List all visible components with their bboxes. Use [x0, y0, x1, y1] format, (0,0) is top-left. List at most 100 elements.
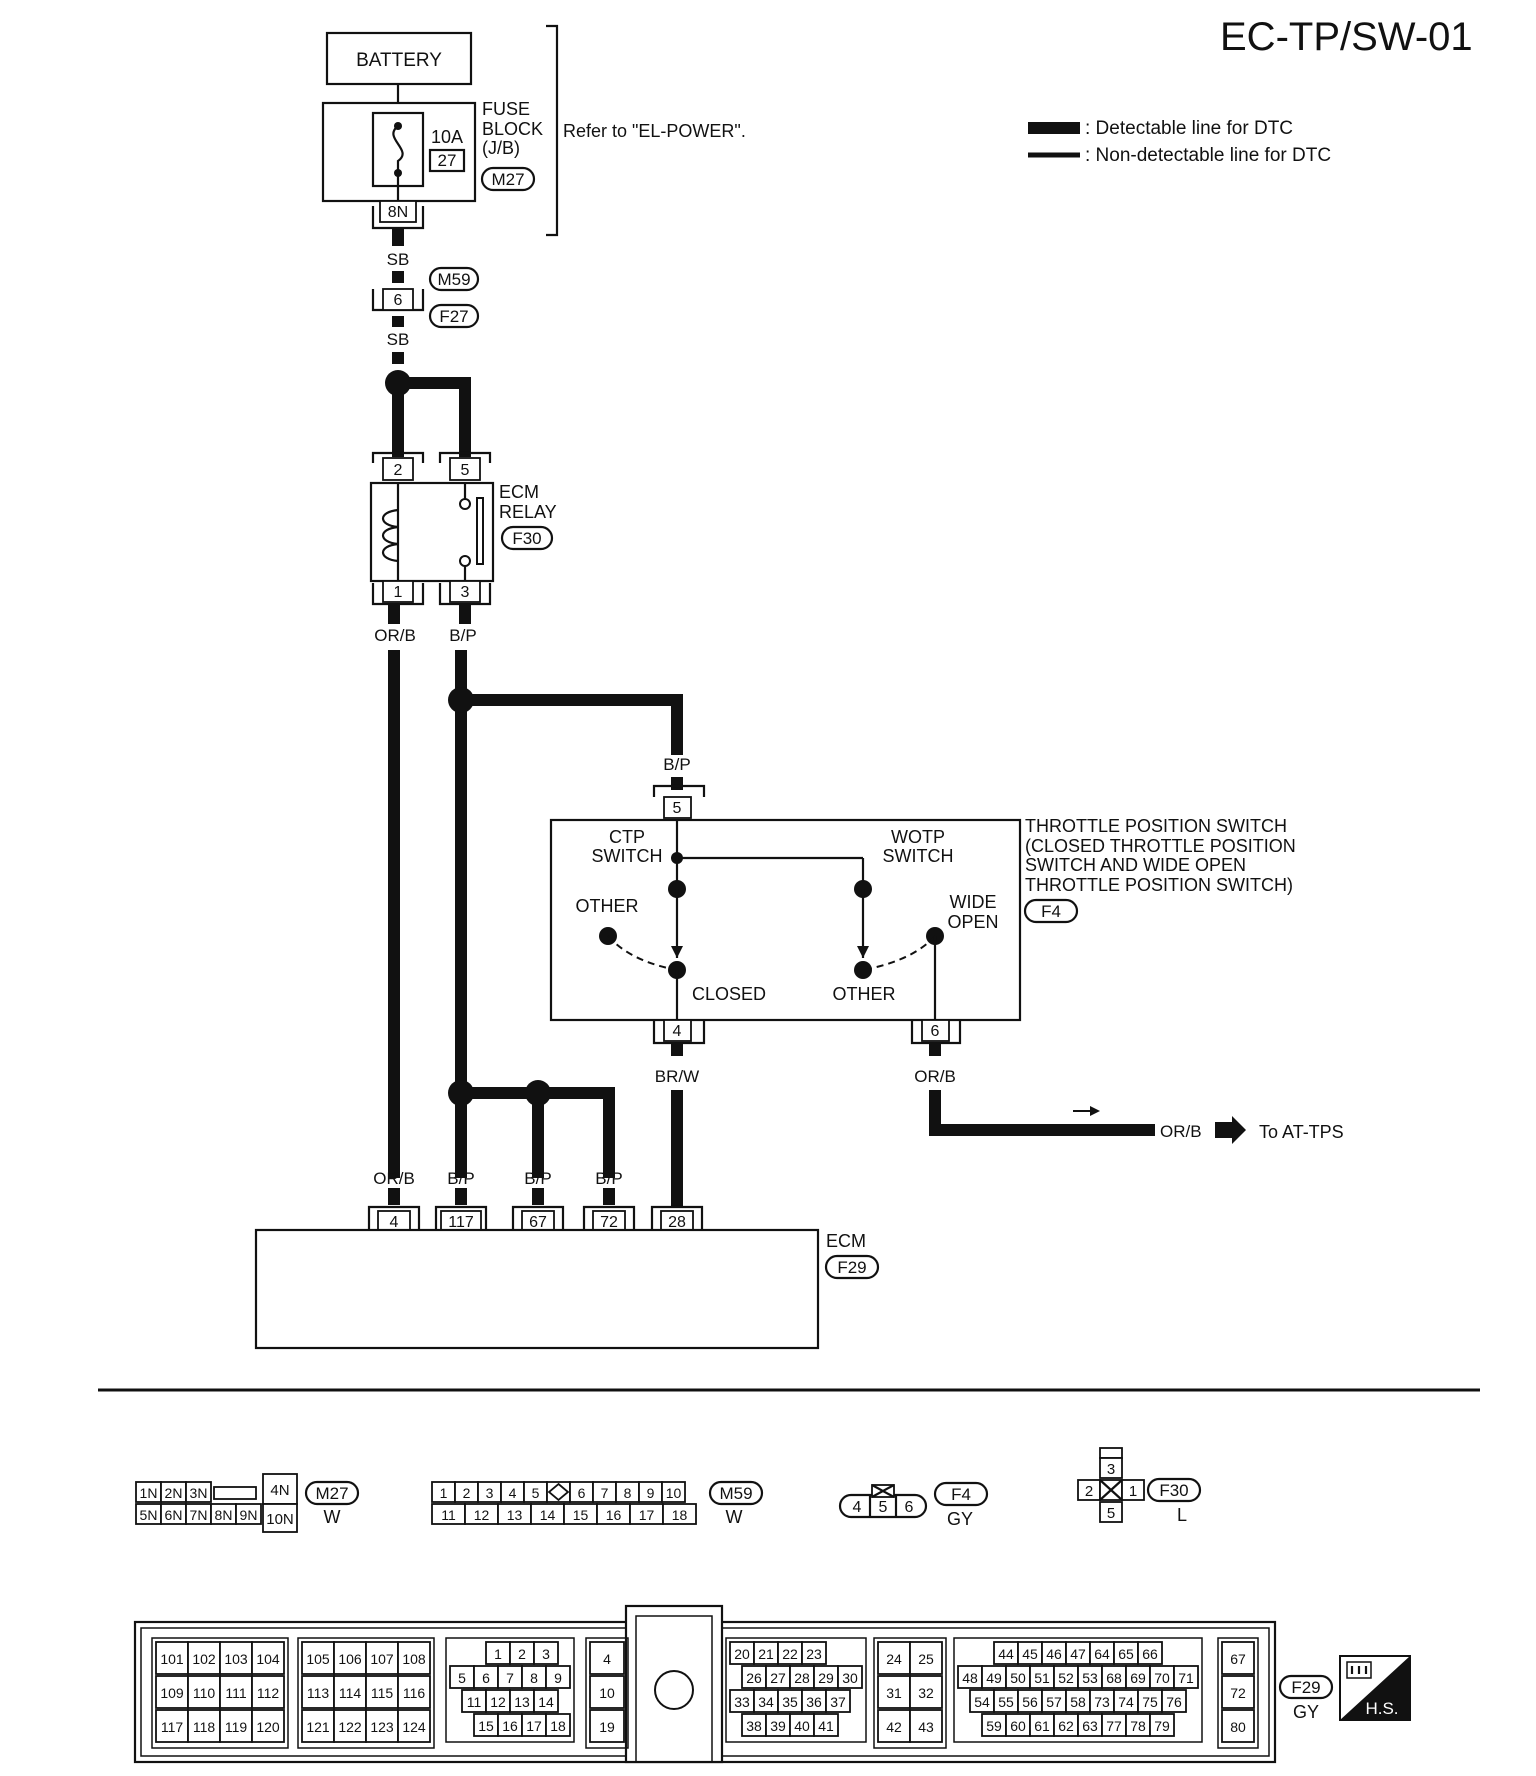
cavity-number: 119	[225, 1719, 248, 1735]
relay-pin-5: 5	[461, 462, 470, 479]
connector-cavity	[1137, 1641, 1163, 1665]
wire-sb-top: SB	[387, 250, 410, 269]
cavity-number: 7	[506, 1670, 514, 1686]
cavity-number: 11	[467, 1694, 482, 1710]
cavity-number: 12	[490, 1694, 506, 1710]
cavity-number: 106	[338, 1651, 362, 1667]
cavity-number: 6	[905, 1499, 914, 1516]
connector-cavity	[589, 1709, 625, 1743]
connector-id-oval	[1146, 1477, 1202, 1503]
cavity-number: 10N	[266, 1511, 294, 1528]
cavity-number: 4	[509, 1485, 517, 1501]
fuse-number-box	[428, 148, 466, 173]
cavity-number: 7N	[190, 1507, 208, 1523]
cavity-number: 34	[758, 1694, 774, 1710]
cavity-number: 1N	[140, 1485, 158, 1501]
cavity-number: 6	[482, 1670, 490, 1686]
cavity-number: 108	[402, 1651, 426, 1667]
cavity-number: 116	[403, 1685, 426, 1701]
ecm-relay-connector-oval	[500, 525, 554, 551]
cavity-number: 9N	[240, 1507, 258, 1523]
cavity-number: 74	[1118, 1694, 1134, 1710]
cavity-number: 29	[818, 1670, 834, 1686]
relay-contact-icon	[476, 497, 484, 565]
cavity-number: 64	[1094, 1646, 1110, 1662]
connector-cavity	[909, 1675, 943, 1709]
connector-color: L	[1177, 1505, 1187, 1525]
wire-or-b-at-tps	[929, 1090, 1155, 1136]
tps-other-right: OTHER	[833, 984, 896, 1004]
cavity-number: 20	[734, 1646, 750, 1662]
connector-cavity	[187, 1675, 221, 1709]
connector-id: F4	[951, 1485, 971, 1504]
cavity-number: 78	[1130, 1718, 1146, 1734]
wire-tps-top: B/P	[663, 755, 690, 774]
connector-cavity	[219, 1675, 253, 1709]
cavity-number: 17	[526, 1718, 542, 1734]
wire-sb-bottom: SB	[387, 330, 410, 349]
connector-cavity	[301, 1641, 335, 1675]
cavity-number: 65	[1118, 1646, 1134, 1662]
cavity-number: 113	[307, 1685, 330, 1701]
cavity-number: 13	[507, 1507, 523, 1523]
ecm-connector: F29	[837, 1258, 866, 1277]
connector-cavity	[397, 1641, 431, 1675]
junction-connector-a: M59	[437, 270, 470, 289]
cavity-number: 50	[1010, 1670, 1026, 1686]
tps-wide-1: WIDE	[950, 892, 997, 912]
cavity-number: 9	[647, 1485, 655, 1501]
cavity-number: 14	[538, 1694, 554, 1710]
connector-cavity	[545, 1713, 571, 1737]
legend-detectable: : Detectable line for DTC	[1085, 118, 1293, 139]
connector-cavity	[545, 1665, 571, 1689]
cavity-number: 115	[371, 1685, 394, 1701]
cavity-number: 76	[1166, 1694, 1182, 1710]
cavity-number: 5	[879, 1499, 888, 1516]
fuse-refer: Refer to "EL-POWER".	[563, 121, 746, 141]
wire-relay-1: OR/B	[374, 626, 416, 645]
cavity-number: 2N	[165, 1485, 183, 1501]
cavity-number: 61	[1034, 1718, 1050, 1734]
cavity-number: 19	[599, 1719, 615, 1735]
cavity-number: 24	[886, 1651, 902, 1667]
connector-cavity	[365, 1675, 399, 1709]
fuse-bracket	[546, 24, 559, 237]
wire-b-p-vb72	[461, 1087, 615, 1178]
junction-pin: 6	[394, 292, 403, 309]
cavity-number: 17	[639, 1507, 655, 1523]
cavity-number: 39	[770, 1718, 786, 1734]
connector-id: M27	[315, 1484, 348, 1503]
cavity-number: 3	[1107, 1461, 1115, 1478]
cavity-number: 72	[1230, 1685, 1246, 1701]
cavity-number: 16	[502, 1718, 518, 1734]
connector-id-oval	[1278, 1674, 1334, 1700]
cavity-number: 1	[440, 1485, 448, 1501]
tps-label-2: (CLOSED THROTTLE POSITION	[1025, 836, 1296, 856]
cavity-number: 1	[494, 1646, 502, 1662]
relay-pin-1-box	[382, 580, 414, 603]
cavity-number: 6	[578, 1485, 586, 1501]
cavity-number: 105	[306, 1651, 330, 1667]
connector-id: F30	[1159, 1481, 1188, 1500]
cavity-number: 4	[603, 1651, 611, 1667]
cavity-number: 31	[886, 1685, 902, 1701]
cavity-number: 69	[1130, 1670, 1146, 1686]
connector-cavity	[533, 1641, 559, 1665]
fuse-title-2: BLOCK	[482, 119, 543, 139]
cavity-number: 77	[1106, 1718, 1122, 1734]
cavity-number: 104	[256, 1651, 280, 1667]
ecm-pin: 28	[668, 1214, 686, 1231]
relay-pin-3-box	[449, 580, 481, 603]
cavity-number: 13	[514, 1694, 530, 1710]
connector-latch	[213, 1486, 257, 1500]
connector-cavity	[262, 1473, 298, 1505]
cavity-number: 5N	[140, 1507, 158, 1523]
tps-label-3: SWITCH AND WIDE OPEN	[1025, 855, 1246, 875]
cavity-number: 46	[1046, 1646, 1062, 1662]
cavity-number: 67	[1230, 1651, 1246, 1667]
wire-b-p-tps	[461, 694, 683, 755]
cavity-number: 8	[530, 1670, 538, 1686]
connector-latch	[1099, 1447, 1123, 1459]
tps-wotp-1: WOTP	[891, 827, 945, 847]
ecm-wire-label: B/P	[447, 1169, 474, 1188]
